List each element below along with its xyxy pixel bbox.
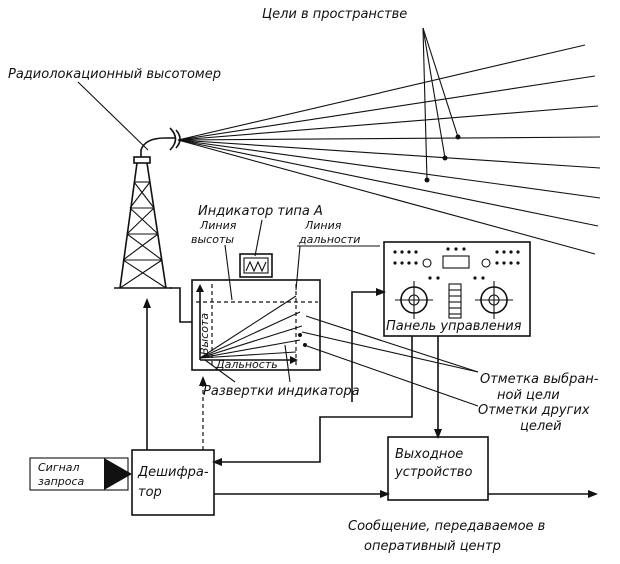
height-line-label-1: Линия [199,219,237,232]
right-dial-icon [475,281,513,319]
selected-target-label-2: ной цели [497,388,560,403]
control-panel [383,241,531,337]
target-mark-pointers [301,315,479,407]
range-axis-label: Дальность [215,358,278,371]
range-line-label-2: дальности [298,233,360,246]
panel-output-link [434,336,442,439]
sweeps-pointer-1 [204,359,236,383]
radar-tower [114,156,172,289]
decoder-output-link [214,490,390,498]
radar-beam-fan [177,44,601,255]
height-axis-label: Высота [198,313,211,355]
oscilloscope-icon [239,253,273,278]
range-line-pointer [295,245,301,291]
panel-decoder-link [212,336,413,466]
indicator-panel-link [351,288,386,402]
antenna-icon [140,127,181,157]
target-pointer-lines [422,27,459,181]
other-targets-label-1: Отметки других [478,403,590,418]
altimeter-label: Радиолокационный высотомер [8,67,221,82]
other-targets-label-2: целей [520,419,562,434]
decoder-label-2: тор [138,485,162,500]
tower-decoder-link [143,298,151,450]
indicator-type-pointer [254,219,263,257]
query-signal-text-bg [33,461,103,487]
query-signal-label-1: Сигнал [38,461,80,474]
decoder-box [131,449,215,516]
targets-label: Цели в пространстве [262,7,407,22]
indicator-type-label: Индикатор типа А [198,204,323,219]
decoder-indicator-dashed-link [199,376,207,450]
decoder-label-1: Дешифра- [137,465,209,480]
message-label-2: оперативный центр [364,539,501,554]
height-line-label-2: высоты [191,233,234,246]
indicator-sweeps-label: Развертки индикатора [203,384,360,399]
indicator-lamps [393,247,520,280]
target-dots [424,134,461,183]
message-label-1: Сообщение, передаваемое в [348,519,545,534]
altimeter-pointer [77,81,149,151]
selected-target-label-1: Отметка выбран- [480,372,599,387]
slider-scale-icon [448,283,462,319]
left-dial-icon [395,281,433,319]
output-message-arrow [488,490,598,498]
sweeps-pointer-2 [284,344,291,383]
output-device-label-2: устройство [394,465,472,480]
indicator-screen [191,279,321,371]
output-device-label-1: Выходное [395,447,463,462]
query-signal-arrow [29,457,132,491]
range-line-label-1: Линия [304,219,342,232]
tower-indicator-link [170,287,192,323]
control-panel-label: Панель управления [386,319,522,334]
query-signal-label-2: запроса [38,475,85,488]
height-line-pointer [224,244,233,301]
